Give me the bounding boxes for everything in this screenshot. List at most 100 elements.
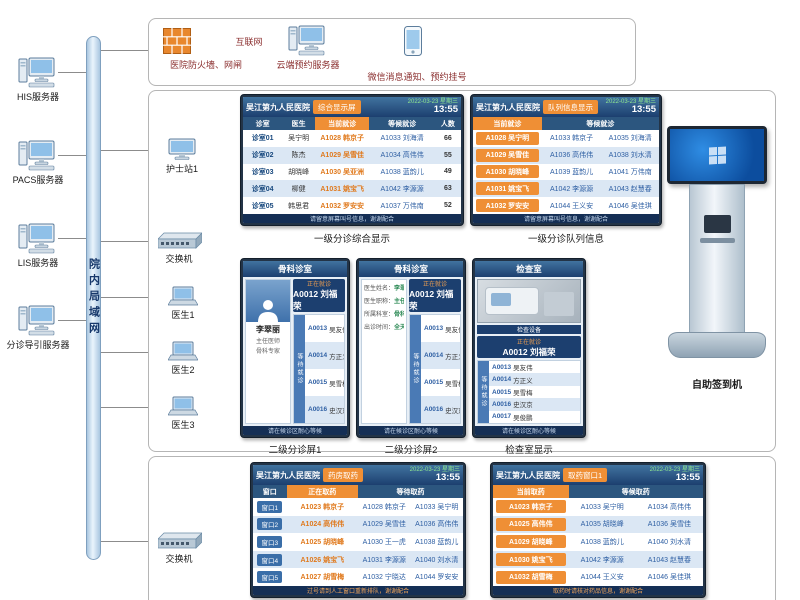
screen-comprehensive: 吴江第九人民医院 综合显示屏 2022-03-23 星期三 13:55 诊室 医…: [240, 94, 464, 226]
ticket-number: A0013: [308, 325, 328, 332]
connector-line: [58, 320, 86, 321]
patient-name: 吴雪梅: [513, 390, 533, 398]
current-cell: A1029 吴雪佳: [473, 147, 542, 164]
info-key: 医生姓名：: [364, 286, 395, 292]
current-cell: A1032 罗安安: [473, 197, 542, 214]
info-value: 李翠丽: [394, 286, 404, 292]
info-key: 所属科室：: [364, 312, 395, 318]
doctor3-label: 医生3: [171, 420, 195, 430]
current-cell: A1030 姚宝飞: [493, 551, 569, 569]
table-row: 诊室05 韩思君 A1032 罗安安 A1037 万伟南 52: [243, 197, 461, 214]
col-waiting: 等候就诊: [388, 120, 417, 128]
waiting-cell: A1036 高伟伟: [549, 152, 594, 160]
lan-bus-bar: 院内局域网: [86, 36, 101, 560]
waiting-cell: A1034 高伟伟: [380, 152, 424, 160]
table-row: A1031 姚宝飞 A1042 李源源 A1043 赵慧春: [473, 180, 659, 198]
waiting-cell: A1044 罗安安: [415, 574, 459, 582]
current-number: A1032 罗安安: [475, 199, 540, 213]
kiosk-card-reader: [704, 215, 731, 233]
desktop-computer-icon: [18, 139, 56, 171]
table-header: 当前取药 等候取药: [493, 485, 703, 498]
current-cell: A1025 高伟伟: [493, 516, 569, 534]
waiting-cell: A1044 王义安: [549, 202, 594, 210]
current-cell: A1030 吴亚洲: [320, 168, 364, 176]
patient-name: 方正义: [513, 377, 533, 385]
waiting-cell: A1028 韩京子: [362, 503, 406, 511]
switch-bottom-label: 交换机: [165, 554, 193, 564]
connector-line: [101, 297, 168, 298]
current-number: A0012 刘福荣: [293, 289, 338, 311]
connector-line: [101, 352, 168, 353]
table-row: A1023 韩京子 A1033 吴宁明 A1034 高伟伟: [493, 498, 703, 516]
phone-icon: [404, 26, 422, 56]
table-header: 诊室 医生 当前就诊 等候就诊 人数: [243, 117, 461, 130]
ticker-text: 过号请到人工窗口重新排队，谢谢配合: [253, 586, 463, 595]
doctor-cell: 吴宁明: [288, 135, 310, 143]
date-text: 2022-03-23 星期三: [649, 466, 700, 473]
table-row: 诊室01 吴宁明 A1028 韩京子 A1033 刘海清 66: [243, 130, 461, 147]
desktop-computer-icon: [18, 222, 56, 254]
col-count: 人数: [440, 120, 455, 128]
table-header: 窗口 正在取药 等待取药: [253, 485, 463, 498]
ticket-number: A0014: [308, 352, 328, 359]
server-label-pacs: PACS服务器: [12, 175, 64, 185]
col-room: 诊室: [255, 120, 270, 128]
info-line: 所属科室：骨科诊室: [364, 309, 404, 318]
current-cell: A1031 姚宝飞: [473, 180, 542, 197]
col-current: 正在取药: [286, 485, 358, 498]
screen-pharmacy: 吴江第九人民医院 药房取药 2022-03-23 星期三 13:55 窗口 正在…: [250, 462, 466, 598]
laptop-icon: [167, 286, 199, 308]
current-cell: A1032 胡雪梅: [493, 568, 569, 586]
waiting-cell: A1042 李源源: [380, 185, 424, 193]
waiting-label: 等待就诊: [294, 315, 305, 423]
info-key: 医生职称：: [364, 299, 395, 305]
ticker-text: 请在候诊区耐心等候: [359, 426, 463, 435]
table-row: 窗口4 A1026 姚宝飞 A1031 李源源 A1040 刘水清: [253, 550, 463, 569]
hospital-name: 吴江第九人民医院: [256, 470, 320, 480]
ticket-number: A0014: [424, 352, 444, 359]
waiting-cell: A1035 刘海清: [608, 135, 652, 143]
screen-title-badge: 药房取药: [323, 468, 363, 482]
ticker-text: 请在候诊区耐心等候: [243, 426, 347, 435]
firewall-icon: [163, 28, 191, 54]
waiting-cell: A1038 刘水清: [608, 152, 652, 160]
info-line: 出诊时间：全天: [364, 322, 404, 331]
screen-triage-2: 骨科诊室 医生姓名：李翠丽医生职称：主任医师所属科室：骨科诊室出诊时间：全天 正…: [356, 258, 466, 438]
current-cell: A1025 胡晓峰: [300, 538, 345, 546]
windows-logo-icon: [708, 146, 726, 164]
room-cell: 诊室03: [251, 168, 274, 176]
laptop-icon: [167, 341, 199, 363]
current-label: 正在就诊: [516, 339, 541, 346]
table-row: A1030 姚宝飞 A1042 李源源 A1043 赵慧春: [493, 550, 703, 569]
caption-exam-room: 检查室显示: [505, 445, 553, 456]
table-body: A1028 吴宁明 A1033 韩京子 A1035 刘海清 A1029 吴雪佳 …: [473, 130, 659, 214]
room-title: 骨科诊室: [359, 261, 463, 277]
queue-table: 当前取药 等候取药 A1023 韩京子 A1033 吴宁明 A1034 高伟伟 …: [493, 485, 703, 586]
waiting-cell: A1037 万伟南: [380, 202, 424, 210]
switch-icon: [157, 232, 203, 250]
info-line: 医生职称：主任医师: [364, 296, 404, 305]
date-text: 2022-03-23 星期三: [605, 98, 656, 105]
count-cell: 52: [443, 202, 452, 210]
waiting-cell: A1036 高伟伟: [415, 521, 459, 529]
current-cell: A1026 姚宝飞: [300, 556, 345, 564]
connector-line: [58, 238, 86, 239]
connector-line: [101, 541, 158, 542]
kiosk-printer-slot: [700, 238, 735, 243]
server-label-lis: LIS服务器: [17, 258, 59, 268]
patient-name: 吴友伟: [513, 365, 533, 373]
window-badge: 窗口2: [257, 518, 283, 531]
table-row: 诊室03 胡晓峰 A1030 吴亚洲 A1038 蓝韵儿 49: [243, 164, 461, 181]
connector-line: [58, 155, 86, 156]
patient-name: 方正义: [329, 353, 344, 361]
connector-line: [101, 150, 168, 151]
room-cell: 诊室05: [251, 202, 274, 210]
window-cell: 窗口2: [253, 516, 287, 534]
